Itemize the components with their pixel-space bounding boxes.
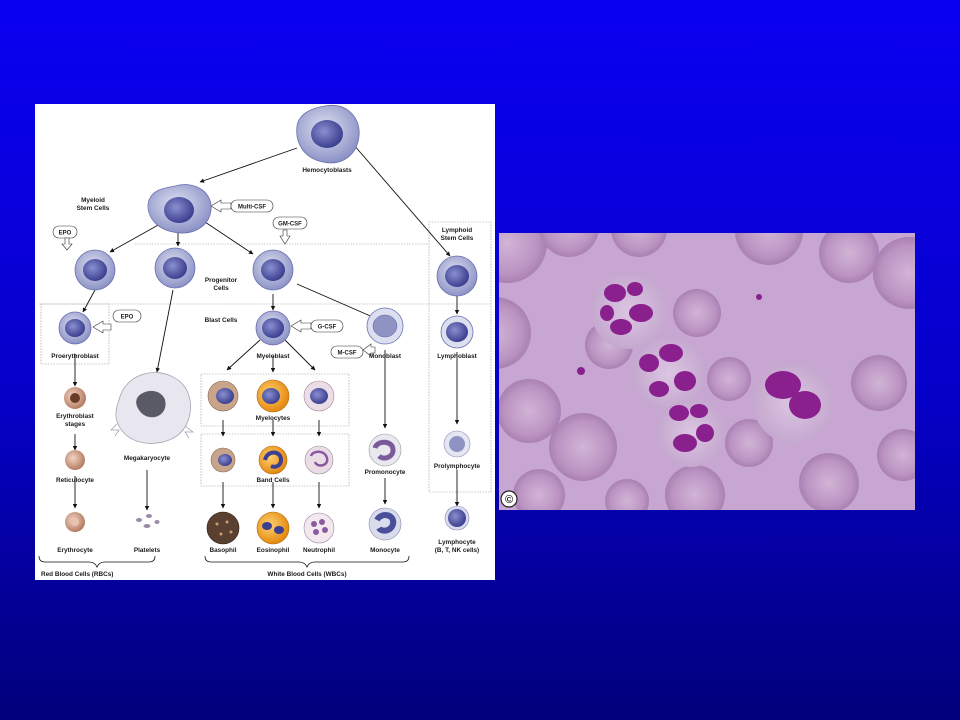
label-promonocyte: Promonocyte (365, 469, 406, 476)
cell-progenitor-granulocytic (252, 249, 294, 291)
copyright-badge (500, 490, 518, 508)
cell-eosinophilic-band (258, 445, 288, 475)
cell-progenitor-erythroid (74, 249, 116, 291)
label-progenitor-line1: Progenitor (205, 277, 238, 284)
factor-epo-top: EPO (52, 225, 78, 251)
cell-erythroblast (64, 387, 86, 409)
label-erythroblast-line1: Erythroblast (56, 413, 95, 420)
cell-proerythroblast (58, 311, 92, 345)
cell-eosinophilic-myelocyte (256, 379, 290, 413)
label-reticulocyte: Reticulocyte (56, 477, 94, 484)
factor-gm-csf: GM-CSF (272, 216, 308, 245)
factor-epo-mid: EPO (92, 309, 142, 334)
hematopoiesis-diagram: Multi-CSF GM-CSF EPO EPO G-CSF M-CSF (35, 104, 495, 580)
proerythro-region (40, 303, 110, 365)
cell-neutrophilic-band (304, 445, 334, 475)
rbc-brace (38, 555, 156, 569)
label-band-cells: Band Cells (256, 477, 289, 484)
factor-g-csf-label: G-CSF (318, 325, 337, 331)
cell-promonocyte (368, 433, 402, 467)
label-proerythroblast: Proerythroblast (51, 353, 99, 360)
label-myeloid-line2: Stem Cells (77, 205, 110, 212)
label-myeloblast: Myeloblast (256, 353, 290, 360)
label-hemocytoblasts: Hemocytoblasts (302, 167, 352, 174)
red-blood-cells (499, 233, 915, 510)
cell-eosinophil (256, 511, 290, 545)
cell-hemocytoblast (296, 105, 360, 164)
neutrophil-middle (633, 337, 705, 409)
cell-monoblast (366, 307, 404, 345)
cell-lymphoid-stem (436, 255, 478, 297)
label-erythrocyte: Erythrocyte (57, 547, 93, 554)
diagram-svg: Multi-CSF GM-CSF EPO EPO G-CSF M-CSF (38, 105, 492, 578)
cell-prolymphocyte (443, 430, 471, 458)
label-progenitor-line2: Cells (213, 285, 229, 292)
label-lymphoid-line1: Lymphoid (442, 227, 472, 234)
cell-reticulocyte (65, 450, 85, 470)
platelet-dot (756, 294, 762, 300)
label-prolymphocyte: Prolymphocyte (434, 463, 481, 470)
neutrophil-bottom (657, 399, 725, 467)
label-lymphoid-line2: Stem Cells (441, 235, 474, 242)
label-neutrophil: Neutrophil (303, 547, 335, 554)
copyright-mark: © (505, 494, 513, 506)
cell-megakaryocyte (110, 372, 195, 444)
label-eosinophil: Eosinophil (257, 547, 290, 554)
micrograph-svg: © (499, 233, 915, 510)
factor-epo-mid-label: EPO (121, 315, 134, 321)
label-myelocytes: Myelocytes (256, 415, 291, 422)
factor-m-csf: M-CSF (330, 343, 376, 359)
label-lymphocyte-line2: (B, T, NK cells) (435, 547, 479, 554)
wbc-brace (204, 555, 410, 569)
label-myeloid-line1: Myeloid (81, 197, 105, 204)
cell-myeloid-stem (147, 184, 212, 234)
label-erythroblast-line2: stages (65, 421, 86, 428)
cell-lymphoblast (440, 315, 474, 349)
cell-basophil (206, 511, 240, 545)
monocyte-right (753, 363, 833, 443)
cell-basophilic-myelocyte (207, 380, 239, 412)
micrograph-photo: © (499, 233, 915, 510)
cell-monocyte (368, 507, 402, 541)
cell-platelets (136, 514, 160, 528)
label-platelets: Platelets (134, 547, 161, 554)
cell-erythrocyte (65, 512, 85, 532)
label-blast-cells: Blast Cells (205, 317, 238, 324)
cell-basophilic-band (210, 447, 236, 473)
label-lymphocyte-line1: Lymphocyte (438, 539, 476, 546)
label-basophil: Basophil (210, 547, 237, 554)
cell-lymphocyte (444, 505, 470, 531)
cell-neutrophilic-myelocyte (303, 380, 335, 412)
cell-myeloblast (255, 310, 291, 346)
factor-gm-csf-label: GM-CSF (278, 222, 302, 228)
factor-multi-csf-label: Multi-CSF (238, 205, 266, 211)
platelet-dot (577, 367, 585, 375)
label-rbc: Red Blood Cells (RBCs) (41, 571, 113, 578)
factor-g-csf: G-CSF (290, 319, 344, 333)
factor-m-csf-label: M-CSF (338, 351, 357, 357)
label-monoblast: Monoblast (369, 353, 402, 360)
factor-multi-csf: Multi-CSF (210, 199, 274, 213)
lymphoid-region (428, 221, 492, 493)
cell-progenitor-megakaryocytic (154, 247, 196, 289)
myelocyte-region (200, 373, 350, 427)
label-lymphoblast: Lymphoblast (437, 353, 477, 360)
factor-epo-top-label: EPO (59, 231, 72, 237)
label-wbc: White Blood Cells (WBCs) (267, 571, 346, 578)
label-megakaryocyte: Megakaryocyte (124, 455, 171, 462)
neutrophil-top (591, 273, 667, 349)
label-monocyte: Monocyte (370, 547, 400, 554)
cell-neutrophil (303, 512, 335, 544)
